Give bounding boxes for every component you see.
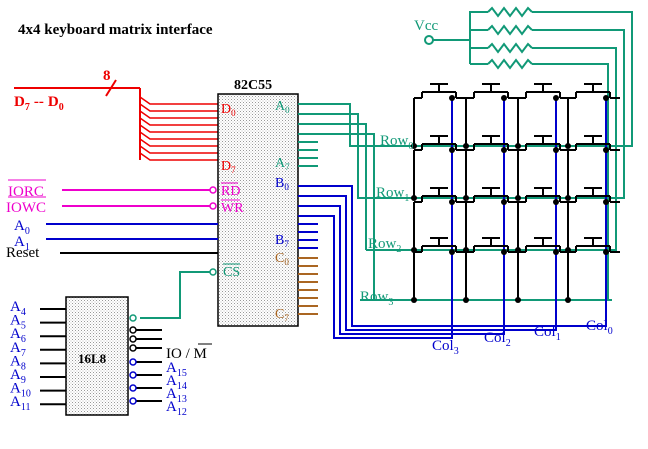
pin-d7-label: D7 [221,159,236,175]
key-switch [515,135,570,201]
pld-input-a10: A10 [10,381,31,400]
pin-a7-label: A7 [275,156,290,172]
pld-input-a11: A11 [10,394,30,413]
key-switch [411,237,466,303]
key-switch [463,187,518,253]
col-labels: Col3 Col2 Col1 Col0 [432,318,613,357]
key-switch [565,187,620,253]
pld-input-a7: A7 [10,340,26,359]
io-m-label: IO / M [166,346,207,362]
data-bus [14,79,218,161]
reset-label: Reset [6,245,40,261]
key-switch [565,237,620,303]
bus-label: D7--D0 [14,94,64,113]
col-label-3: Col3 [432,338,459,357]
pull-up-resistors [433,6,633,301]
cs-wire [140,271,210,319]
pin-b7-label: B7 [275,233,289,249]
row-label-3: Row3 [360,289,393,308]
key-matrix [411,83,620,303]
pld-right-input-a13: A13 [166,386,187,405]
pld-right-input-a14: A14 [166,373,187,392]
pin-rd-label: RD [221,184,240,199]
key-switch [515,187,570,253]
pld-input-a4: A4 [10,299,26,318]
key-switch [515,83,570,149]
row-label-2: Row2 [368,236,401,255]
control-signals: IORC IOWC A0 A1 Reset [6,179,218,261]
diagram-title: 4x4 keyboard matrix interface [18,22,213,38]
iowc-label: IOWC [6,200,46,216]
pld-input-a5: A5 [10,313,26,332]
pld-right-input-a12: A12 [166,399,187,418]
a1-signal-label: A1 [14,234,30,253]
pld-right-input-a15: A15 [166,360,187,379]
vcc-label: Vcc [414,18,438,34]
port-b-wires [298,100,607,339]
bus-width-label: 8 [103,68,111,84]
pin-cs-label: CS [223,265,240,280]
chip-82c55 [217,93,299,327]
key-switch [411,187,466,253]
pin-a0-label: A0 [275,99,290,115]
chip-16l8-name: 16L8 [78,351,107,366]
pin-c0-label: C0 [275,251,289,267]
key-switch [463,83,518,149]
port-c-wires [298,257,318,315]
pin-b0-label: B0 [275,176,289,192]
chip-82c55-name: 82C55 [234,78,272,93]
row-label-0: Row0 [380,133,413,152]
col-label-0: Col0 [586,318,613,337]
pin-d0-label: D0 [221,102,236,118]
chip-16l8 [65,296,129,416]
col-label-2: Col2 [484,330,511,349]
row-label-1: Row1 [376,185,409,204]
key-switch [411,135,466,201]
a0-signal-label: A0 [14,218,30,237]
pld-input-a9: A9 [10,367,26,386]
key-switch [463,135,518,201]
col-label-1: Col1 [534,324,561,343]
key-switch [411,83,466,149]
vcc-terminal [424,35,434,45]
pin-c7-label: C7 [275,307,289,323]
pld-input-a6: A6 [10,326,26,345]
key-switch [515,237,570,303]
pld-input-a8: A8 [10,353,26,372]
key-switch [565,83,620,149]
iorc-label: IORC [8,184,44,200]
pin-wr-label: WR [221,201,244,216]
key-switch [463,237,518,303]
key-switch [565,135,620,201]
